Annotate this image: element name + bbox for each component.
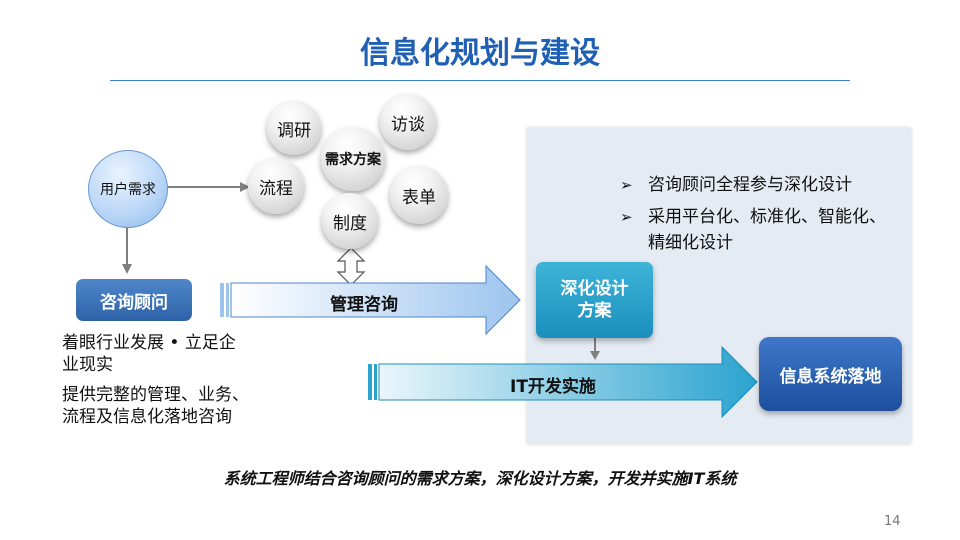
bullet-text: 采用平台化、标准化、智能化、精细化设计 (648, 207, 886, 253)
deep-design-line1: 深化设计 (560, 279, 629, 299)
bullet-list: ➢ 咨询顾问全程参与深化设计 ➢ 采用平台化、标准化、智能化、精细化设计 (620, 172, 900, 262)
mgmt-consult-label: 管理咨询 (330, 295, 398, 315)
deep-design-line2: 方案 (577, 301, 612, 321)
consult-description-p2: 提供完整的管理、业务、流程及信息化落地咨询 (62, 385, 249, 427)
user-need-label: 用户需求 (100, 182, 156, 198)
it-dev-arrow (368, 345, 758, 419)
bubble-label: 访谈 (391, 114, 425, 135)
bottom-caption: 系统工程师结合咨询顾问的需求方案，深化设计方案，开发并实施IT系统 (223, 469, 737, 488)
bubble-system: 制度 (322, 193, 378, 249)
bubble-research: 调研 (267, 101, 321, 155)
page-number: 14 (884, 514, 901, 529)
it-dev-label: IT开发实施 (510, 377, 596, 397)
double-arrow-icon (336, 247, 366, 286)
bubble-form: 表单 (390, 166, 448, 224)
bubble-label: 调研 (277, 120, 311, 141)
bubble-interview: 访谈 (380, 94, 436, 150)
page-title: 信息化规划与建设 (360, 36, 600, 71)
consult-description-p1: 着眼行业发展 • 立足企业现实 (62, 333, 236, 375)
bubble-process: 流程 (248, 158, 304, 214)
system-landing-box: 信息系统落地 (759, 337, 902, 411)
user-to-consult-arrowhead (122, 264, 132, 274)
bubble-label: 需求方案 (325, 152, 381, 168)
mgmt-consult-arrow (220, 264, 521, 336)
bubble-label: 流程 (259, 178, 293, 199)
bubble-requirements: 需求方案 (321, 127, 385, 191)
arrow-bullet-icon: ➢ (620, 176, 633, 194)
bubble-label: 制度 (333, 213, 367, 234)
title-divider (110, 80, 850, 81)
consult-label: 咨询顾问 (100, 292, 168, 313)
consult-box: 咨询顾问 (76, 279, 192, 321)
system-landing-label: 信息系统落地 (779, 366, 882, 387)
bullet-item: ➢ 采用平台化、标准化、智能化、精细化设计 (620, 204, 900, 256)
deep-to-it-arrowhead (590, 351, 600, 360)
user-to-bubbles-arrowhead (240, 182, 250, 192)
bullet-item: ➢ 咨询顾问全程参与深化设计 (620, 172, 900, 198)
user-need-node: 用户需求 (88, 150, 168, 228)
bullet-text: 咨询顾问全程参与深化设计 (648, 175, 852, 195)
arrow-bullet-icon: ➢ (620, 208, 633, 226)
deep-design-box: 深化设计 方案 (536, 262, 653, 338)
bubble-label: 表单 (402, 187, 436, 208)
consult-description: 着眼行业发展 • 立足企业现实 提供完整的管理、业务、流程及信息化落地咨询 (62, 332, 252, 436)
